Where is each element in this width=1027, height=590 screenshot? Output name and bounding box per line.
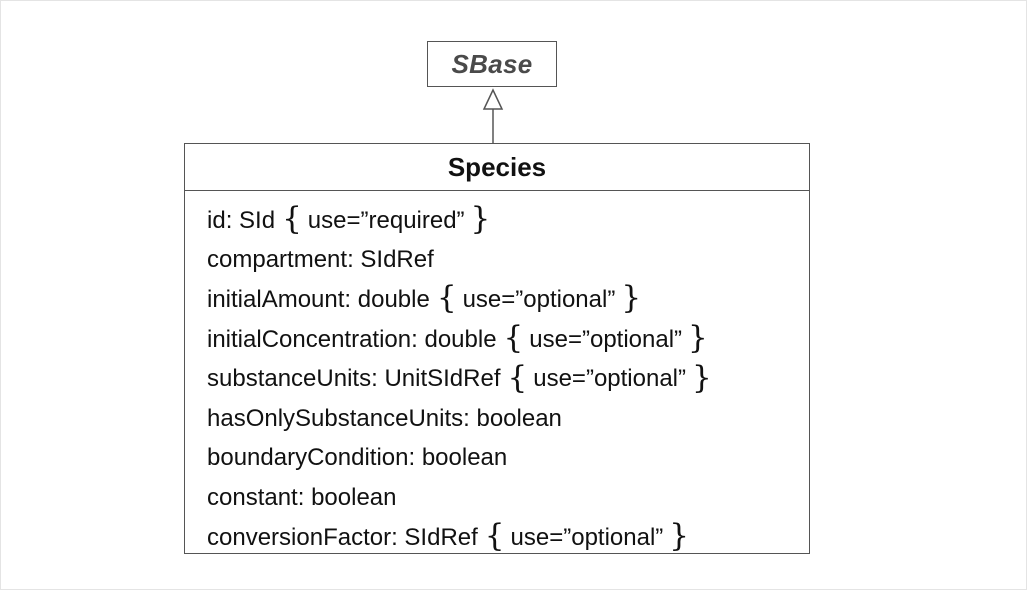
- close-brace-icon: }: [621, 280, 642, 317]
- open-brace-icon: {: [282, 201, 302, 238]
- attribute-row: idSId{use=”required”}: [207, 201, 809, 241]
- class-header: Species: [185, 144, 809, 191]
- attribute-name: constant: [207, 484, 311, 512]
- attribute-name: boundaryCondition: [207, 444, 422, 472]
- attribute-type: UnitSIdRef: [384, 365, 501, 393]
- constraint-text: use=”optional”: [533, 365, 686, 393]
- superclass-name: SBase: [451, 48, 533, 79]
- attribute-type: boolean: [476, 404, 562, 432]
- attribute-type: boolean: [311, 483, 397, 511]
- attribute-row: compartmentSIdRef: [207, 241, 809, 281]
- attribute-name: initialAmount: [207, 286, 358, 314]
- constraint-text: use=”optional”: [529, 325, 683, 353]
- attribute-name: initialConcentration: [207, 326, 424, 354]
- attribute-constraint: {use=”required”}: [282, 201, 491, 238]
- superclass-box: SBase: [427, 41, 557, 87]
- attribute-type: SId: [239, 206, 276, 234]
- attribute-type: double: [357, 285, 430, 313]
- attribute-row: constantboolean: [207, 478, 809, 518]
- open-brace-icon: {: [436, 280, 457, 317]
- close-brace-icon: }: [688, 320, 708, 357]
- attribute-row: initialAmountdouble{use=”optional”}: [207, 280, 809, 320]
- attribute-name: conversionFactor: [207, 524, 404, 552]
- attribute-name: id: [207, 207, 239, 235]
- attribute-row: initialConcentrationdouble{use=”optional…: [207, 320, 809, 360]
- constraint-text: use=”optional”: [462, 285, 616, 313]
- attribute-type: SIdRef: [404, 523, 478, 551]
- open-brace-icon: {: [503, 320, 524, 357]
- attribute-list: idSId{use=”required”} compartmentSIdRef …: [185, 191, 809, 557]
- attribute-constraint: {use=”optional”}: [484, 518, 690, 555]
- class-name: Species: [447, 151, 547, 182]
- open-brace-icon: {: [484, 518, 505, 555]
- close-brace-icon: }: [470, 201, 491, 238]
- attribute-type: SIdRef: [360, 246, 434, 274]
- close-brace-icon: }: [692, 359, 712, 396]
- constraint-text: use=”optional”: [510, 523, 664, 551]
- attribute-type: double: [424, 325, 497, 353]
- attribute-row: conversionFactorSIdRef{use=”optional”}: [207, 518, 809, 558]
- class-box: Species idSId{use=”required”} compartmen…: [184, 143, 810, 554]
- attribute-constraint: {use=”optional”}: [436, 280, 642, 317]
- attribute-name: compartment: [207, 246, 360, 274]
- attribute-name: substanceUnits: [207, 365, 384, 393]
- attribute-name: hasOnlySubstanceUnits: [207, 405, 476, 433]
- attribute-row: substanceUnitsUnitSIdRef{use=”optional”}: [207, 359, 809, 399]
- close-brace-icon: }: [669, 518, 690, 555]
- constraint-text: use=”required”: [307, 206, 465, 234]
- attribute-row: hasOnlySubstanceUnitsboolean: [207, 399, 809, 439]
- attribute-constraint: {use=”optional”}: [503, 320, 708, 357]
- attribute-row: boundaryConditionboolean: [207, 439, 809, 479]
- attribute-type: boolean: [421, 444, 508, 472]
- attribute-constraint: {use=”optional”}: [507, 359, 712, 396]
- open-brace-icon: {: [507, 359, 528, 396]
